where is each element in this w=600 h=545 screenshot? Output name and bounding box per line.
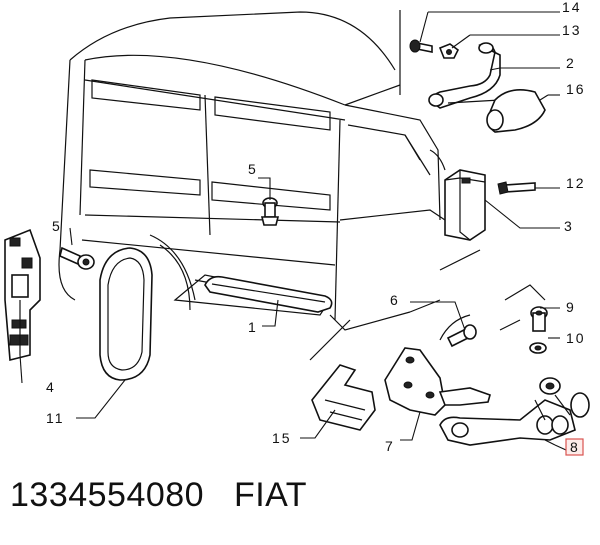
part-15-clip [311,364,376,431]
callout-8: 8 [570,439,580,455]
callout-1: 1 [248,319,258,335]
part-8-roller-arm [439,377,590,446]
part-4-lock-assembly [4,228,41,362]
part-7-bracket [384,347,491,416]
callout-15: 15 [272,430,292,446]
van-body-drawing [58,10,546,361]
callout-12: 12 [566,175,586,191]
part-1-step-trim [204,275,333,313]
callout-4: 4 [46,379,56,395]
part-10-washer [529,342,547,354]
part-12-bolt [497,181,536,195]
part-2-hinge-arm [428,42,501,109]
callout-2: 2 [566,55,576,71]
part-16-bushing [486,89,546,133]
callout-13: 13 [562,22,582,38]
part-6-bolt [446,324,477,348]
callout-16: 16 [566,81,586,97]
brand-name: FIAT [233,476,308,514]
callout-14: 14 [562,0,582,15]
callout-7: 7 [385,438,395,454]
part-5-bolt-middle [260,197,280,226]
callout-3: 3 [564,218,574,234]
part-caption: 1334554080 FIAT [10,476,307,515]
callout-5-left: 5 [52,218,62,234]
callout-9: 9 [566,299,576,315]
callout-6: 6 [390,292,400,308]
callout-5-middle: 5 [248,161,258,177]
callout-labels: 14 13 2 16 12 3 5 5 1 6 9 10 4 11 15 7 8 [46,0,586,456]
part-number: 1334554080 [10,476,205,514]
callout-10: 10 [566,330,586,346]
part-3-block [444,169,486,241]
part-5-bolt-left [59,246,95,270]
leader-lines [19,11,567,451]
part-14-screw [409,39,433,53]
part-11-cover [99,247,153,381]
callout-11: 11 [46,410,65,426]
callout-8-highlight-box [565,438,584,456]
part-9-bolt [530,306,548,332]
